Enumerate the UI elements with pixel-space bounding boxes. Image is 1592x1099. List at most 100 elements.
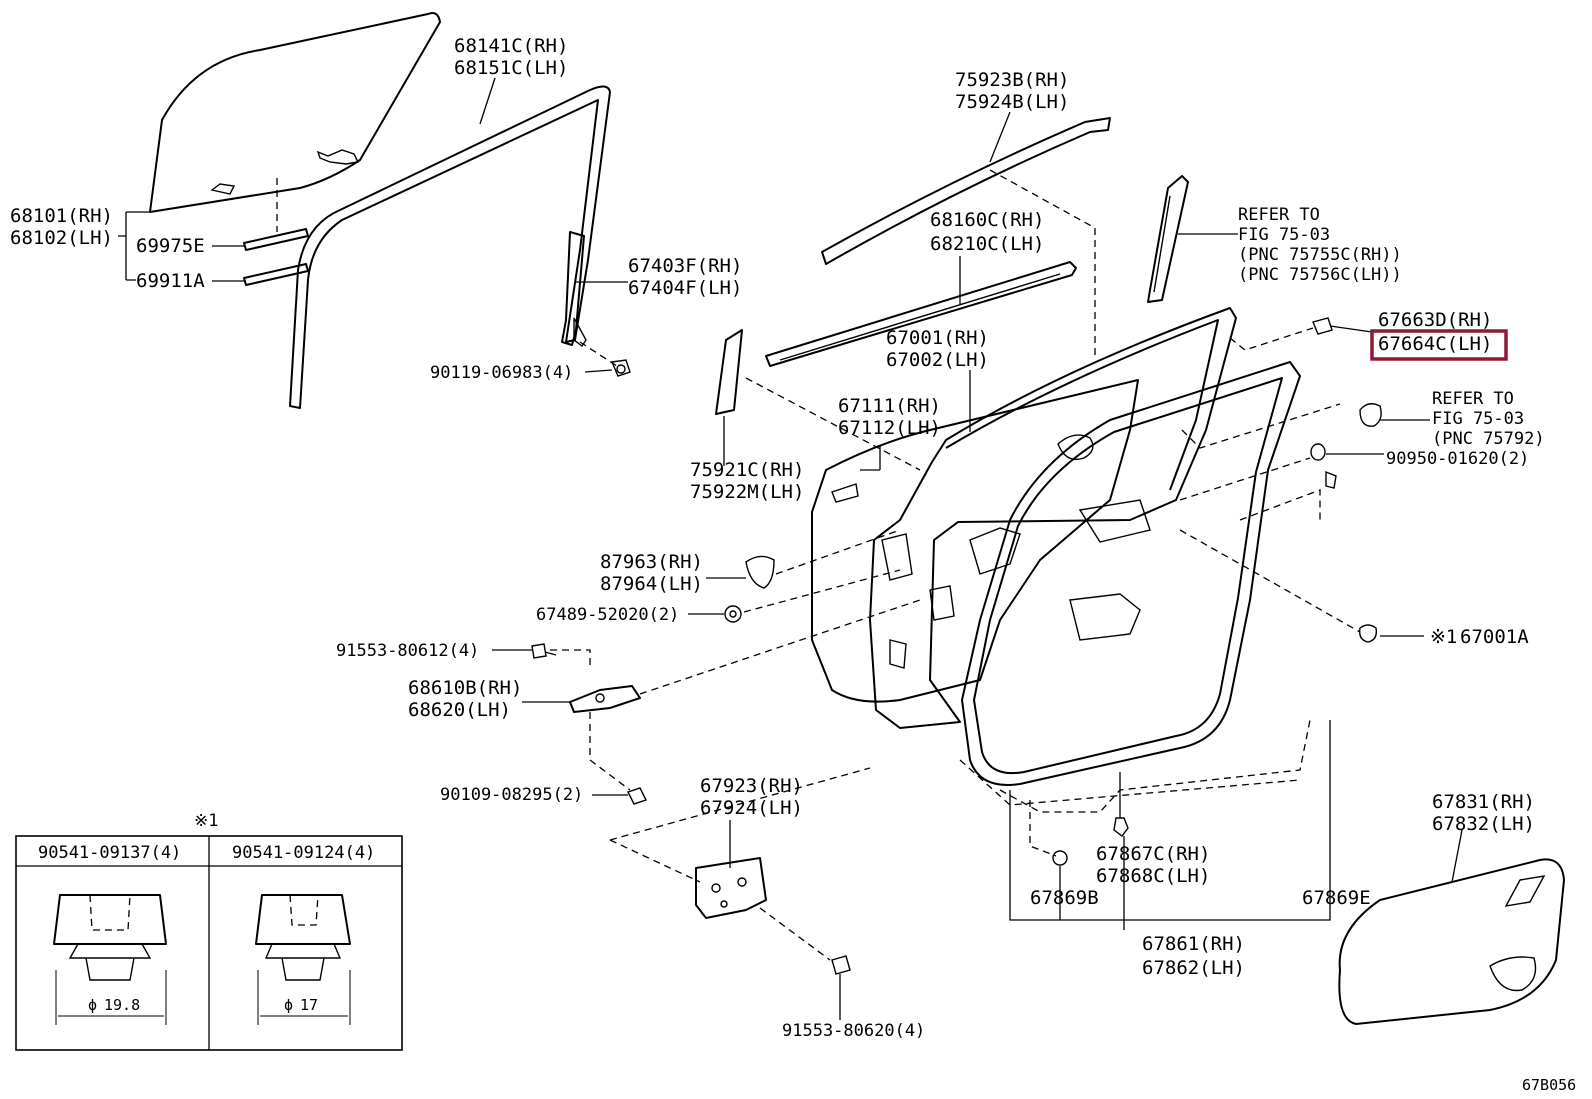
hole-cap-part[interactable]	[745, 555, 775, 589]
door-hinge-part[interactable]	[695, 857, 767, 919]
label-refer1-a: REFER TO	[1238, 205, 1320, 225]
door-outer-panel-part[interactable]	[811, 379, 1139, 703]
label-clip-b: 69911A	[136, 270, 205, 292]
refer2-guide	[1181, 403, 1341, 449]
hinge-bolt-guide	[759, 907, 831, 961]
label-bolt-c: 90109-08295(2)	[440, 785, 583, 805]
label-belt-lh: 68210C(LH)	[930, 233, 1044, 255]
label-film-lh: 67832(LH)	[1432, 813, 1535, 835]
door-frame-inner-part[interactable]	[869, 307, 1237, 729]
belt-weatherstrip-part[interactable]	[765, 261, 1077, 367]
label-cap-rh: 87963(RH)	[600, 551, 703, 573]
plug-90950-icon[interactable]	[1310, 443, 1326, 461]
label-refer2-c: (PNC 75792)	[1432, 429, 1545, 449]
inset-col1-label: 90541-09137(4)	[38, 843, 181, 863]
rear-garnish-part[interactable]	[1147, 175, 1189, 303]
label-frame-lh: 67112(LH)	[838, 417, 941, 439]
service-hole-cover-part[interactable]	[1338, 858, 1565, 1025]
clip-90541-09137-icon	[53, 894, 167, 1025]
pillar-garnish-part[interactable]	[715, 329, 743, 415]
plug-guide	[1179, 457, 1311, 501]
label-chan-rh: 67403F(RH)	[628, 255, 742, 277]
lower-ws-guide	[999, 719, 1311, 813]
label-nut-a: 67489-52020(2)	[536, 605, 679, 625]
label-pillar-rh: 75921C(RH)	[690, 459, 804, 481]
label-panel-lh: 67002(LH)	[886, 349, 989, 371]
check-guide	[639, 599, 921, 695]
inset-phi-2: ϕ	[284, 996, 293, 1014]
bolt-90119-icon[interactable]	[610, 359, 631, 377]
highlight-box-67664c[interactable]	[1370, 329, 1508, 361]
inset-title: ※1	[194, 811, 218, 831]
label-cap-lh: 87964(LH)	[600, 573, 703, 595]
bolt-91553-80612-icon[interactable]	[531, 643, 557, 659]
label-refer1-b: FIG 75-03	[1238, 225, 1330, 245]
label-ws-e: 67869E	[1302, 887, 1371, 909]
label-chan-lh: 67404F(LH)	[628, 277, 742, 299]
label-belt-rh: 68160C(RH)	[930, 209, 1044, 231]
door-weatherstrip-part[interactable]	[961, 361, 1301, 786]
belt-moulding-outer-part[interactable]	[821, 117, 1111, 265]
grommet-refer2-icon[interactable]	[1359, 403, 1382, 427]
figure-code: 67B056	[1522, 1076, 1576, 1094]
label-bolt-d: 91553-80620(4)	[782, 1021, 925, 1041]
clip-67869b-icon[interactable]	[1052, 850, 1068, 866]
label-film-rh: 67831(RH)	[1432, 791, 1535, 813]
clip-guide-a	[1239, 489, 1321, 521]
label-plug-a: 90950-01620(2)	[1386, 449, 1529, 469]
hinge-guide-b	[609, 839, 701, 883]
bolt-91553-80620-icon[interactable]	[831, 955, 851, 975]
label-glass-rh: 68101(RH)	[10, 205, 113, 227]
lower-ws-guide-2	[959, 759, 1301, 806]
label-run-lh: 68151C(LH)	[454, 57, 568, 79]
clip-90541-09124-icon	[255, 894, 351, 1025]
corner-cover-part[interactable]	[1312, 317, 1333, 335]
label-panel-rh: 67001(RH)	[886, 327, 989, 349]
inset-col2-label: 90541-09124(4)	[232, 843, 375, 863]
bolt-b-guide	[550, 649, 591, 670]
glass-run-part[interactable]	[289, 85, 611, 409]
clip-67001a-guide	[1179, 529, 1361, 633]
clip-67867c-icon[interactable]	[1113, 817, 1129, 837]
label-refer1-c: (PNC 75755C(RH))	[1238, 245, 1402, 265]
label-clip-c: 67001A	[1460, 626, 1529, 648]
label-check-rh: 68610B(RH)	[408, 677, 522, 699]
small-clip-icon[interactable]	[1325, 470, 1337, 489]
leader-lines	[118, 77, 1463, 1020]
inset-dim-1: 19.8	[104, 996, 140, 1014]
inset-phi-1: ϕ	[88, 996, 97, 1014]
cap-guide	[775, 529, 901, 575]
glass-bracket-clips[interactable]	[243, 228, 309, 286]
label-bolt-a: 90119-06983(4)	[430, 363, 573, 383]
channel-bolt-guide	[579, 341, 621, 369]
cover-guide	[1229, 327, 1314, 351]
pillar-guide	[745, 377, 921, 471]
clip-67001a-icon[interactable]	[1358, 624, 1378, 643]
label-refer2-b: FIG 75-03	[1432, 409, 1524, 429]
label-ws-b: 67869B	[1030, 887, 1099, 909]
nut-67489-icon[interactable]	[724, 605, 742, 623]
door-glass-part[interactable]	[149, 12, 441, 213]
division-channel-part[interactable]	[561, 231, 587, 348]
label-clip-a: 69975E	[136, 235, 205, 257]
label-run-rh: 68141C(RH)	[454, 35, 568, 57]
label-bolt-b: 91553-80612(4)	[336, 641, 479, 661]
door-check-part[interactable]	[569, 685, 641, 713]
check-bolt-guide	[589, 712, 631, 791]
nut-guide	[743, 569, 901, 613]
label-mould-lh: 75924B(LH)	[955, 91, 1069, 113]
inset-clip-table: ※1 90541-09137(4) 90541-09124(4) ϕ 19.8	[15, 811, 403, 1051]
label-ws-c-lh: 67868C(LH)	[1096, 865, 1210, 887]
label-hinge-rh: 67923(RH)	[700, 775, 803, 797]
label-mould-rh: 75923B(RH)	[955, 69, 1069, 91]
label-pillar-lh: 75922M(LH)	[690, 481, 804, 503]
inset-dim-2: 17	[300, 996, 318, 1014]
label-ws-rh: 67861(RH)	[1142, 933, 1245, 955]
bolt-90109-icon[interactable]	[627, 787, 647, 805]
label-ws-lh: 67862(LH)	[1142, 957, 1245, 979]
label-frame-rh: 67111(RH)	[838, 395, 941, 417]
label-hinge-lh: 67924(LH)	[700, 797, 803, 819]
ws-b-guide	[1029, 800, 1057, 857]
